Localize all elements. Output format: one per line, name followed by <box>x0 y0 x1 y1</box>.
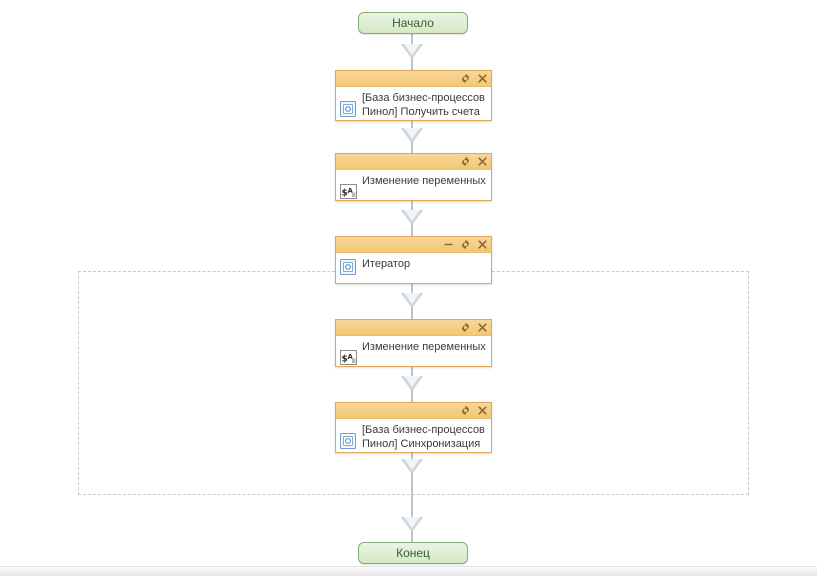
activity-node-get-invoices-toolbar <box>460 71 488 86</box>
svg-text:A: A <box>348 353 354 361</box>
activity-node-change-variables-2-body: $A Изменение переменных <box>336 336 491 365</box>
end-node[interactable]: Конец <box>358 542 468 564</box>
activity-node-get-invoices-body: [База бизнес-процессов Пинол] Получить с… <box>336 87 491 120</box>
close-icon[interactable] <box>477 405 488 416</box>
activity-node-change-variables-1[interactable]: $A Изменение переменных <box>335 153 492 201</box>
arrow-vars2-to-sync <box>401 376 423 391</box>
activity-node-change-variables-1-header[interactable] <box>336 154 491 170</box>
arrow-loop-exit-to-end <box>401 517 423 532</box>
gear-icon[interactable] <box>460 239 471 250</box>
svg-text:$: $ <box>342 355 348 365</box>
svg-text:A: A <box>348 187 354 195</box>
horizontal-scrollbar[interactable] <box>0 566 817 576</box>
gear-icon[interactable] <box>460 73 471 84</box>
gear-icon[interactable] <box>460 405 471 416</box>
activity-node-synchronization-toolbar <box>460 403 488 418</box>
close-icon[interactable] <box>477 73 488 84</box>
activity-node-change-variables-2-toolbar <box>460 320 488 335</box>
activity-node-synchronization[interactable]: [База бизнес-процессов Пинол] Синхрониза… <box>335 402 492 453</box>
activity-node-iterator-body: Итератор <box>336 253 491 275</box>
end-node-label: Конец <box>396 546 430 560</box>
arrow-iterator-to-vars2 <box>401 293 423 308</box>
arrow-start-to-get-invoices <box>401 44 423 59</box>
start-node[interactable]: Начало <box>358 12 468 34</box>
activity-node-get-invoices-label: [База бизнес-процессов Пинол] Получить с… <box>362 92 485 118</box>
svg-text:$: $ <box>342 189 348 199</box>
close-icon[interactable] <box>477 239 488 250</box>
activity-node-iterator-label: Итератор <box>362 258 411 270</box>
variable-icon: $A <box>340 184 357 200</box>
activity-node-iterator[interactable]: Итератор <box>335 236 492 284</box>
activity-node-change-variables-1-label: Изменение переменных <box>362 175 486 187</box>
process-icon <box>340 101 356 117</box>
process-icon <box>340 259 356 275</box>
iterator-loop-region[interactable] <box>78 271 749 495</box>
activity-node-change-variables-2-header[interactable] <box>336 320 491 336</box>
activity-node-change-variables-1-toolbar <box>460 154 488 169</box>
gear-icon[interactable] <box>460 322 471 333</box>
arrow-vars1-to-iterator <box>401 210 423 225</box>
activity-node-get-invoices-header[interactable] <box>336 71 491 87</box>
process-icon <box>340 433 356 449</box>
activity-node-synchronization-label: [База бизнес-процессов Пинол] Синхрониза… <box>362 424 485 450</box>
arrow-get-invoices-to-vars1 <box>401 128 423 143</box>
connector-sync-to-end <box>411 453 413 542</box>
activity-node-change-variables-2-label: Изменение переменных <box>362 341 486 353</box>
variable-icon: $A <box>340 350 357 366</box>
start-node-label: Начало <box>392 16 434 30</box>
gear-icon[interactable] <box>460 156 471 167</box>
activity-node-change-variables-2[interactable]: $A Изменение переменных <box>335 319 492 367</box>
arrow-sync-to-loop-exit <box>401 459 423 474</box>
activity-node-change-variables-1-body: $A Изменение переменных <box>336 170 491 199</box>
activity-node-get-invoices[interactable]: [База бизнес-процессов Пинол] Получить с… <box>335 70 492 121</box>
activity-node-iterator-header[interactable] <box>336 237 491 253</box>
minimize-icon[interactable] <box>443 239 454 250</box>
close-icon[interactable] <box>477 156 488 167</box>
close-icon[interactable] <box>477 322 488 333</box>
activity-node-iterator-toolbar <box>443 237 488 252</box>
activity-node-synchronization-header[interactable] <box>336 403 491 419</box>
activity-node-synchronization-body: [База бизнес-процессов Пинол] Синхрониза… <box>336 419 491 452</box>
